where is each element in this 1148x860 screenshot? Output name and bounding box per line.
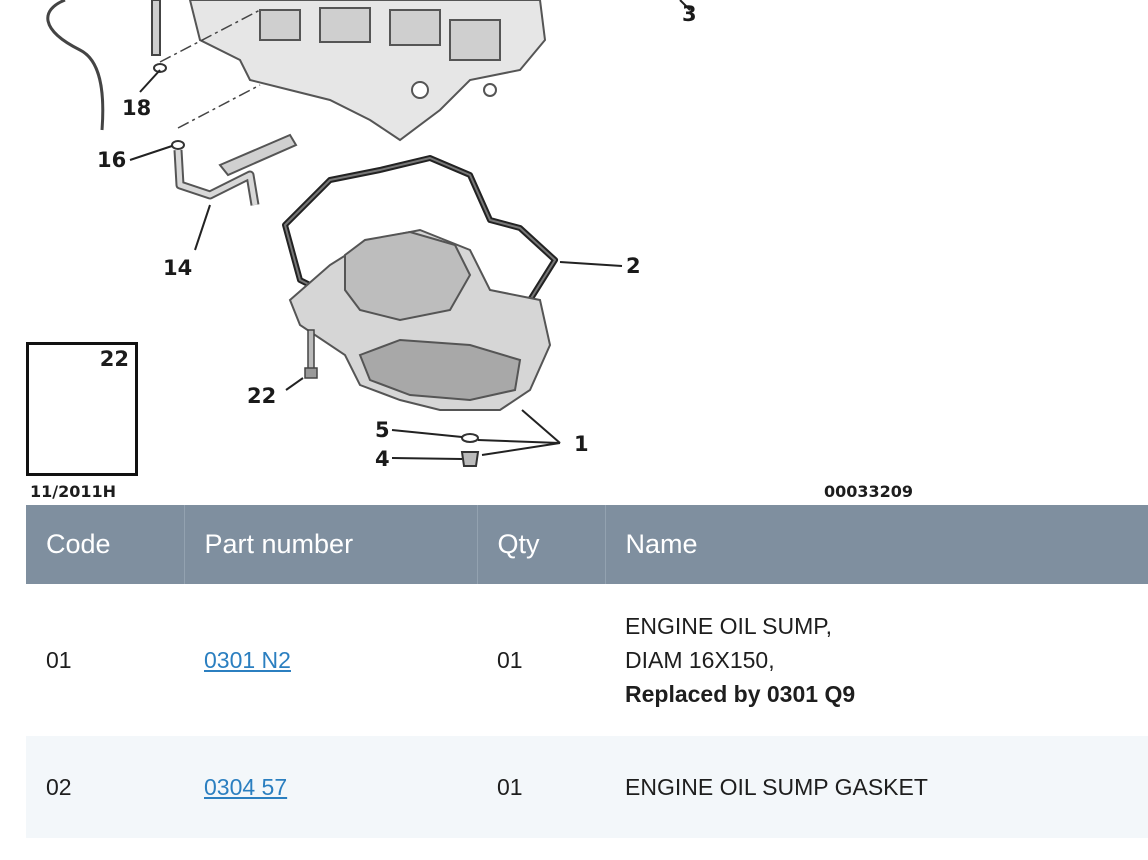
callout-14: 14 <box>163 256 193 280</box>
callout-18: 18 <box>122 96 152 120</box>
callout-2: 2 <box>626 254 641 278</box>
bolt-inset-box: 22 <box>26 342 138 476</box>
cell-qty: 01 <box>477 584 605 736</box>
callout-16: 16 <box>97 148 127 172</box>
cell-name: ENGINE OIL SUMP, DIAM 16X150, Replaced b… <box>605 584 1148 736</box>
cell-code: 01 <box>26 584 184 736</box>
dipstick <box>46 0 105 131</box>
name-line: ENGINE OIL SUMP GASKET <box>625 774 928 800</box>
cell-part-number: 0304 57 <box>184 736 477 838</box>
header-part-number: Part number <box>184 505 478 584</box>
replaced-by-note: Replaced by 0301 Q9 <box>625 681 856 707</box>
callout-3: 3 <box>682 2 697 26</box>
cell-qty: 01 <box>477 736 605 838</box>
inset-number: 22 <box>99 347 129 371</box>
callout-5: 5 <box>375 418 390 442</box>
part-number-link[interactable]: 0301 N2 <box>204 646 291 673</box>
name-line: DIAM 16X150, <box>625 647 775 673</box>
header-name: Name <box>605 505 1148 584</box>
table-header-row: Code Part number Qty Name <box>26 505 1148 584</box>
dipstick-tube <box>151 0 161 56</box>
cell-code: 02 <box>26 736 184 838</box>
callout-22: 22 <box>247 384 277 408</box>
engine-block <box>188 0 547 142</box>
cell-name: ENGINE OIL SUMP GASKET <box>605 736 1148 838</box>
header-qty: Qty <box>477 505 606 584</box>
cell-part-number: 0301 N2 <box>184 584 477 736</box>
table-row: 02 0304 57 01 ENGINE OIL SUMP GASKET <box>26 736 1148 838</box>
diagram-date-code: 11/2011H <box>30 482 117 501</box>
diagram-reference-number: 00033209 <box>824 482 914 501</box>
diagram-drawing <box>34 0 691 467</box>
part-number-link[interactable]: 0304 57 <box>204 773 288 800</box>
callout-1: 1 <box>574 432 589 456</box>
parts-table: Code Part number Qty Name 01 0301 N2 01 … <box>26 505 1148 838</box>
name-line: ENGINE OIL SUMP, <box>625 613 833 639</box>
header-code: Code <box>26 505 185 584</box>
table-row: 01 0301 N2 01 ENGINE OIL SUMP, DIAM 16X1… <box>26 584 1148 736</box>
oil-sump <box>288 228 552 411</box>
callout-4: 4 <box>375 447 390 471</box>
exploded-parts-diagram: 22 18 16 14 2 22 5 4 1 3 11/2011H 000332… <box>26 0 914 501</box>
